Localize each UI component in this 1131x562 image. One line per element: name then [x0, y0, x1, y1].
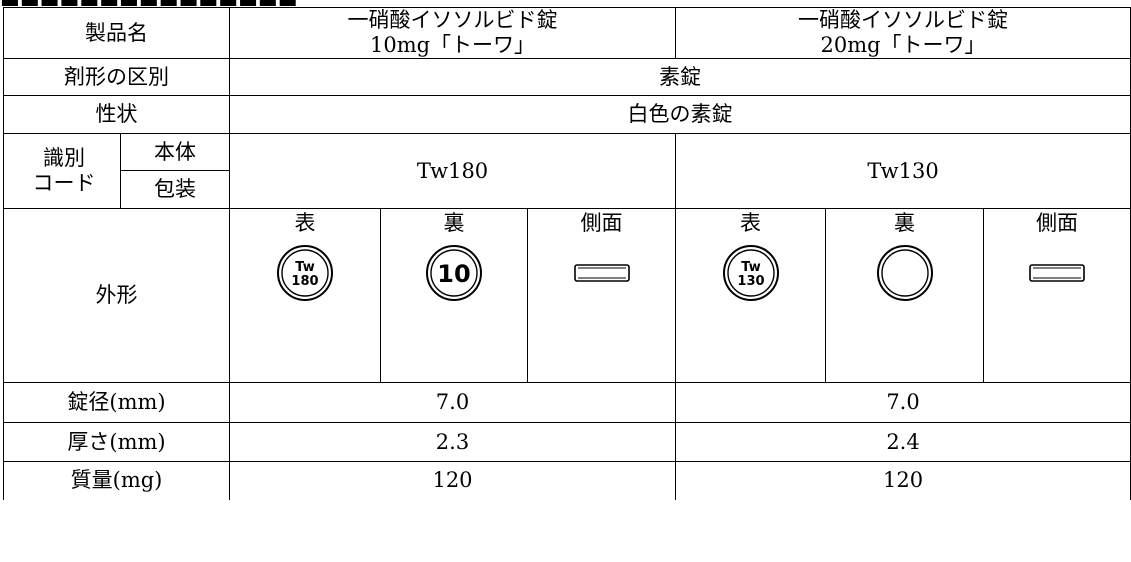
thickness-row: 厚さ(mm) 2.3 2.4	[3, 422, 1131, 462]
id-code-package-row: 包装	[4, 170, 1131, 209]
tablet-back-20-icon	[876, 245, 933, 301]
appearance-label: 性状	[3, 95, 230, 134]
cropped-caption: ■■■■■■■■■■■■■■■	[0, 0, 1131, 6]
thickness-10mg: 2.3	[228, 422, 677, 462]
cropped-caption-text: ■■■■■■■■■■■■■■■	[0, 0, 1131, 6]
mass-20mg: 120	[675, 461, 1131, 500]
product-10-line2: 10mg「トーワ」	[369, 33, 536, 57]
tablet-spec-table: 製品名 一硝酸イソソルビド錠 10mg「トーワ」 一硝酸イソソルビド錠 20mg…	[3, 7, 1131, 500]
id-code-20mg: Tw130	[675, 133, 1131, 209]
side-label-10: 側面	[580, 211, 623, 235]
dosage-form-row: 剤形の区別 素錠	[3, 58, 1131, 96]
diameter-10mg: 7.0	[228, 382, 677, 423]
tablet-side-10-icon	[573, 264, 630, 282]
id-code-10mg: Tw180	[228, 133, 677, 209]
id-code-body-label: 本体	[120, 133, 230, 171]
product-20-line2: 20mg「トーワ」	[820, 33, 986, 57]
front-20-top-text: Tw	[741, 260, 760, 275]
id-code-label-line2: コード	[32, 171, 96, 195]
mass-label: 質量(mg)	[3, 461, 230, 500]
product-name-row: 製品名 一硝酸イソソルビド錠 10mg「トーワ」 一硝酸イソソルビド錠 20mg…	[3, 7, 1131, 59]
shape-row: 外形 表 Tw 180 裏 10 側面	[3, 208, 1131, 383]
product-20-line1: 一硝酸イソソルビド錠	[798, 8, 1009, 33]
id-code-package-label: 包装	[120, 170, 230, 209]
tablet-side-20-icon	[1029, 264, 1085, 282]
dosage-form-label: 剤形の区別	[3, 58, 230, 96]
appearance-value: 白色の素錠	[228, 95, 1131, 134]
back-label-20: 裏	[894, 211, 916, 235]
thickness-20mg: 2.4	[675, 422, 1131, 462]
front-label-20: 表	[740, 211, 762, 235]
tablet-front-20-icon: Tw 130	[722, 245, 779, 301]
shape-20-back: 裏	[825, 208, 985, 383]
tablet-front-10-icon: Tw 180	[277, 245, 333, 301]
shape-20-side: 側面	[983, 208, 1131, 383]
mass-10mg: 120	[228, 461, 677, 500]
product-name-20mg: 一硝酸イソソルビド錠 20mg「トーワ」	[675, 7, 1131, 59]
diameter-label: 錠径(mm)	[3, 382, 230, 423]
front-10-top-text: Tw	[295, 260, 314, 275]
front-label-10: 表	[294, 211, 316, 235]
shape-label: 外形	[3, 208, 230, 383]
id-code-body-row: 識別 コード 本体 Tw180 Tw130	[3, 133, 1131, 209]
front-20-bottom-text: 130	[737, 274, 764, 289]
diameter-row: 錠径(mm) 7.0 7.0	[3, 382, 1131, 423]
back-10-text: 10	[437, 260, 470, 288]
diameter-20mg: 7.0	[675, 382, 1131, 423]
tablet-back-10-icon: 10	[426, 245, 482, 301]
shape-10-side: 側面	[526, 208, 677, 383]
back-label-10: 裏	[443, 211, 465, 235]
product-name-label: 製品名	[3, 7, 230, 59]
shape-10-back: 裏 10	[380, 208, 528, 383]
id-code-label: 識別 コード	[3, 133, 121, 209]
front-10-bottom-text: 180	[291, 274, 318, 289]
id-code-label-line1: 識別	[43, 146, 85, 170]
appearance-row: 性状 白色の素錠	[3, 95, 1131, 134]
mass-row: 質量(mg) 120 120	[3, 461, 1131, 500]
product-10-line1: 一硝酸イソソルビド錠	[347, 8, 558, 33]
shape-20-front: 表 Tw 130	[675, 208, 827, 383]
side-label-20: 側面	[1036, 211, 1079, 235]
product-name-10mg: 一硝酸イソソルビド錠 10mg「トーワ」	[228, 7, 677, 59]
shape-10-front: 表 Tw 180	[229, 208, 381, 383]
thickness-label: 厚さ(mm)	[3, 422, 230, 462]
dosage-form-value: 素錠	[228, 58, 1131, 96]
